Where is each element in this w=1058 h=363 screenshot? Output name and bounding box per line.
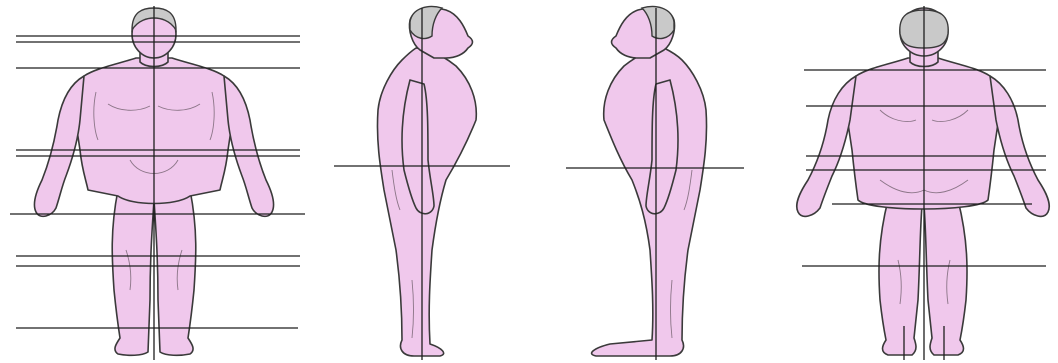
posterior-guide-lines (802, 6, 1046, 360)
posterior-body (797, 8, 1050, 355)
right-lateral-guide-lines (334, 8, 510, 360)
posterior-view-figure (797, 6, 1050, 360)
left-lateral-body (592, 7, 707, 356)
left-lateral-view-figure (566, 7, 744, 360)
right-lateral-body (377, 7, 476, 356)
anterior-view-figure (10, 6, 305, 360)
right-lateral-view-figure (334, 7, 510, 360)
